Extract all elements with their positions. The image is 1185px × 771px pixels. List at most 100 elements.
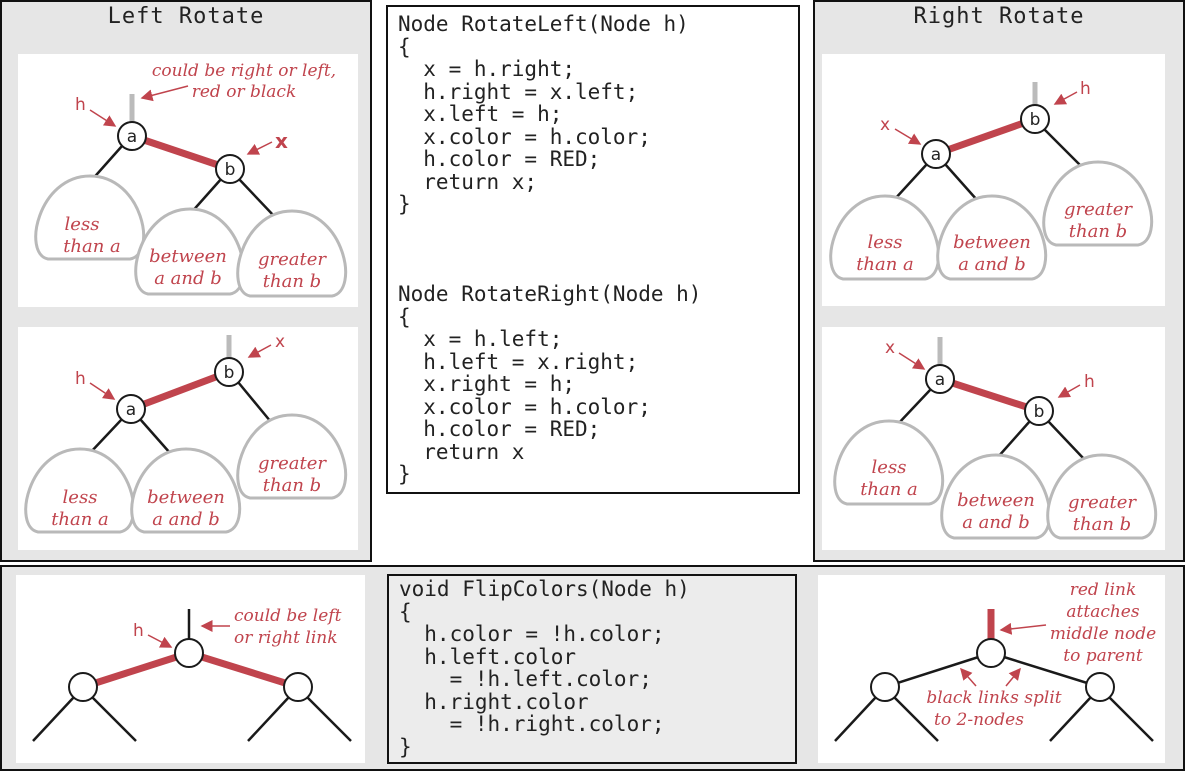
black-link [893,696,939,742]
h-arrow [1057,384,1081,398]
flip-code: void FlipColors(Node h) { h.color = !h.c… [399,577,690,759]
subtree2-line2: a and b [154,268,222,289]
left-rotate-before-diagram: a b h x could be right or left, red or b… [34,61,348,298]
middle-node [976,638,1006,668]
subtree3-line2: than b [1069,221,1127,242]
subtree-greater-than-b [236,209,348,298]
black-link [237,177,275,217]
x-label: x [885,338,895,358]
subtree3-line2: than b [1073,514,1131,535]
h-label: h [1084,372,1095,392]
h-arrow [147,634,173,648]
note-line2: or right link [234,628,338,648]
subtree-between-a-b [936,194,1048,281]
note2-line1: black links split [926,688,1061,708]
black-link [91,696,137,742]
x-arrow [898,352,926,370]
node-b [1024,396,1054,426]
subtree1-line1: less [65,214,100,235]
subtree3-line2: than b [263,271,321,292]
h-label: h [75,369,86,389]
subtree2-line2: a and b [958,254,1026,275]
subtree1-line2: than a [856,254,914,275]
subtree1-line2: than a [63,236,121,257]
flip-code-box: void FlipColors(Node h) { h.color = !h.c… [387,574,797,764]
subtree3-line1: greater [1064,199,1133,220]
right-rotate-after-card: a b h x less than a between a and b grea… [822,327,1165,550]
right-rotate-before-card: a b h x less than a between a and b grea… [822,54,1165,306]
subtree1-line2: than a [860,479,918,500]
h-arrow [89,109,117,127]
right-rotate-panel: Right Rotate a b h x less than a between [813,0,1185,562]
subtree1-line1: less [868,232,903,253]
node-b-label: b [224,363,235,383]
note-line3: middle node [1050,624,1156,644]
h-label: h [133,621,144,641]
black-link [1108,696,1154,742]
x-label: x [880,115,890,135]
subtree-greater-than-b [1046,453,1158,540]
node-a [921,139,951,169]
subtree-greater-than-b [236,413,348,500]
red-link [934,115,1037,158]
node-b-label: b [1030,110,1041,130]
black-link [139,418,171,454]
note2-line2: to 2-nodes [934,710,1024,730]
right-rotate-after-diagram: a b h x less than a between a and b grea… [833,337,1158,540]
rotate-code: Node RotateLeft(Node h) { x = h.right; h… [398,12,702,486]
black-link [944,163,978,201]
red-link [129,368,231,413]
right-node [1085,672,1115,702]
flip-after-card: red link attaches middle node to parent … [818,575,1165,763]
node-b [214,357,244,387]
left-node [870,672,900,702]
right-rotate-before-diagram: a b h x less than a between a and b grea… [829,79,1154,281]
note2-arrow-right [1005,667,1021,687]
subtree-greater-than-b [1042,160,1154,247]
h-label: h [1080,79,1091,99]
black-link [896,388,932,426]
subtree2-line1: between [957,490,1035,511]
subtree-less-than-a [833,419,945,506]
x-label: x [275,332,285,352]
black-link [1043,128,1083,168]
note-line4: to parent [1063,646,1143,666]
note-line1: could be right or left, [152,61,336,81]
black-link-right [990,651,1101,689]
x-arrow [894,128,922,145]
node-b [1020,104,1050,134]
left-rotate-panel: Left Rotate a b h x [0,0,372,562]
subtree1-line1: less [63,487,98,508]
black-link [89,418,123,454]
rotate-code-box: Node RotateLeft(Node h) { x = h.right; h… [386,5,800,494]
subtree-less-than-a [24,447,136,534]
node-b-label: b [1034,402,1045,422]
subtree3-line1: greater [1068,492,1137,513]
flip-before-card: h could be left or right link [16,575,365,763]
red-link-left [81,649,191,691]
node-a-label: a [127,127,137,147]
subtree-between-a-b [940,453,1052,540]
node-b [215,154,245,184]
left-node [68,672,98,702]
black-link [306,696,352,742]
black-link [237,381,272,423]
flip-before-diagram: h could be left or right link [32,606,352,742]
red-link [130,132,232,173]
black-link [32,696,75,742]
subtree1-line1: less [872,457,907,478]
black-link [893,163,928,201]
subtree2-line1: between [953,232,1031,253]
note-line1: red link [1070,580,1137,600]
black-link [1049,696,1092,742]
right-node [283,672,313,702]
node-a [117,121,147,151]
note-arrow [999,622,1047,635]
node-b-label: b [225,160,236,180]
node-a-label: a [126,400,136,420]
black-link-left [884,651,992,689]
note2-arrow-left [960,667,977,687]
subtree-less-than-a [34,174,146,261]
black-link [834,696,877,742]
subtree-between-a-b [134,207,246,296]
